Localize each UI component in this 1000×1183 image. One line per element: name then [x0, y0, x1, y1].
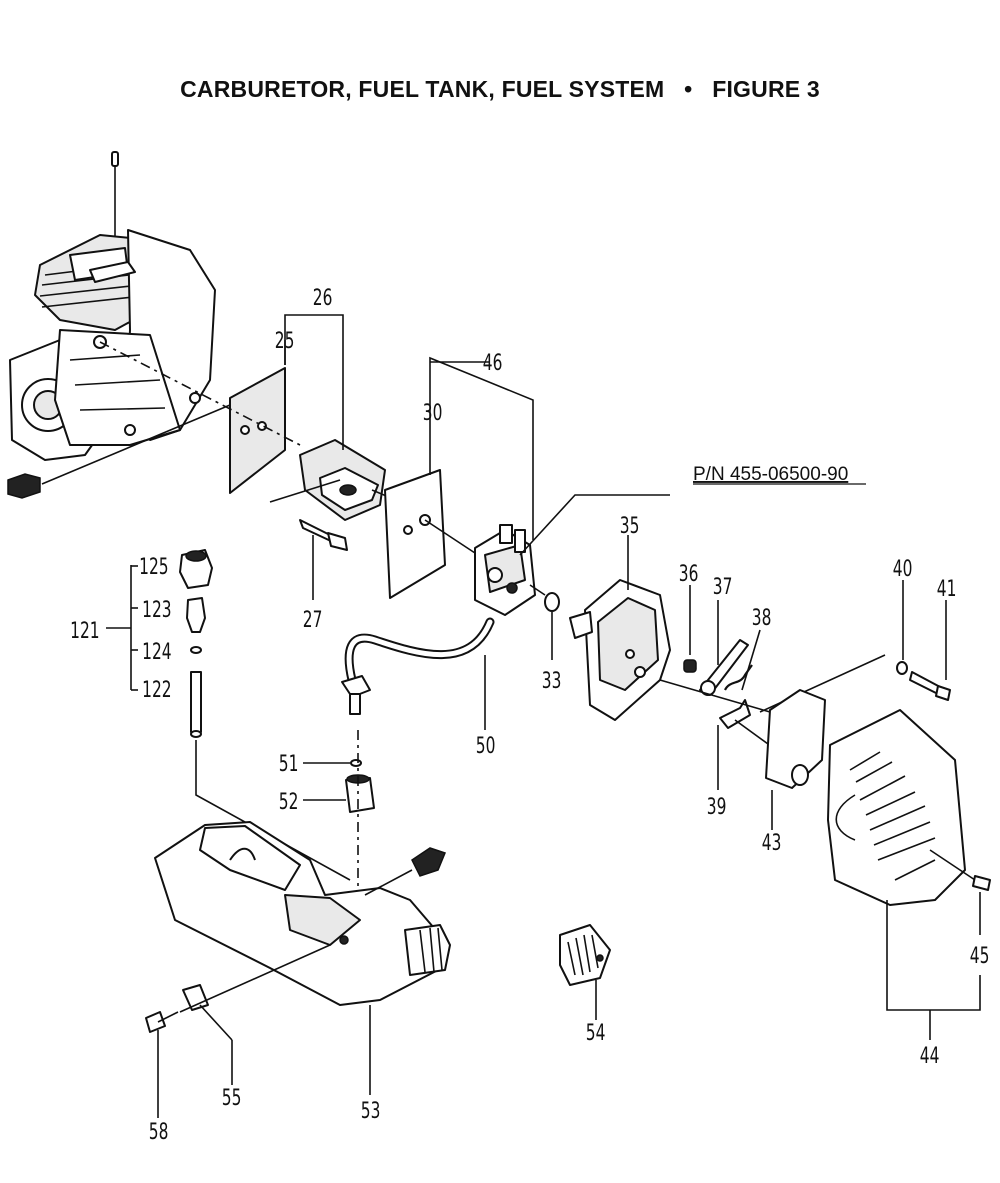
insulator-26: [299, 439, 386, 521]
o-ring-33: [544, 592, 560, 612]
spring-38: [724, 664, 753, 691]
callout-50: 50: [476, 733, 496, 759]
bolt-58: [145, 1011, 179, 1118]
fuel-line-50: [341, 617, 495, 730]
title-separator: •: [684, 76, 693, 102]
fuel-filter-54: [559, 924, 611, 1020]
callout-45: 45: [970, 943, 990, 969]
carburetor: [474, 494, 670, 616]
callout-33: 33: [542, 668, 562, 694]
fuel-tank-53: [154, 821, 451, 1095]
fuel-cap-125: [179, 549, 213, 589]
callout-51: 51: [279, 751, 299, 777]
spacer-55: [182, 984, 233, 1085]
callout-46: 46: [483, 350, 503, 376]
callout-122: 122: [142, 677, 171, 703]
callout-36: 36: [679, 561, 699, 587]
callout-44: 44: [920, 1043, 940, 1069]
callout-124: 124: [142, 639, 171, 665]
callout-43: 43: [762, 830, 782, 856]
callout-26: 26: [313, 285, 333, 311]
callout-40: 40: [893, 556, 913, 582]
air-cleaner-cover-44: [827, 709, 976, 906]
callout-55: 55: [222, 1085, 242, 1111]
callout-52: 52: [279, 789, 299, 815]
callout-121: 121: [70, 618, 99, 644]
filter-123: [186, 597, 206, 633]
callout-123: 123: [142, 597, 171, 623]
air-filter-43: [765, 689, 826, 830]
callout-39: 39: [707, 794, 727, 820]
grommet-52: [345, 774, 375, 813]
air-cleaner-base-35: [569, 535, 671, 721]
gasket-25: [99, 341, 301, 494]
callout-35: 35: [620, 513, 640, 539]
callout-58: 58: [149, 1119, 169, 1145]
part-number: P/N 455-06500-90: [693, 464, 848, 485]
gasket-30: [384, 469, 446, 599]
callout-53: 53: [361, 1098, 381, 1124]
bracket-39: [719, 699, 751, 729]
callout-41: 41: [937, 576, 957, 602]
knob-36: [683, 659, 697, 673]
figure-title: CARBURETOR, FUEL TANK, FUEL SYSTEM • FIG…: [0, 76, 1000, 103]
washer-40: [896, 661, 908, 675]
o-ring-124: [190, 646, 202, 654]
bolt-27: [299, 519, 348, 600]
engine-block: [7, 151, 231, 499]
callout-54: 54: [586, 1020, 606, 1046]
figure-title-text: CARBURETOR, FUEL TANK, FUEL SYSTEM: [180, 76, 665, 102]
figure-number: FIGURE 3: [712, 76, 820, 102]
callout-37: 37: [713, 574, 733, 600]
callout-25: 25: [275, 328, 295, 354]
tube-122: [190, 671, 202, 733]
callout-125: 125: [139, 554, 168, 580]
callout-30: 30: [423, 400, 443, 426]
screw-41: [909, 671, 951, 701]
screw-45: [972, 875, 991, 891]
o-ring-51: [350, 759, 362, 767]
callout-27: 27: [303, 607, 323, 633]
callout-38: 38: [752, 605, 772, 631]
